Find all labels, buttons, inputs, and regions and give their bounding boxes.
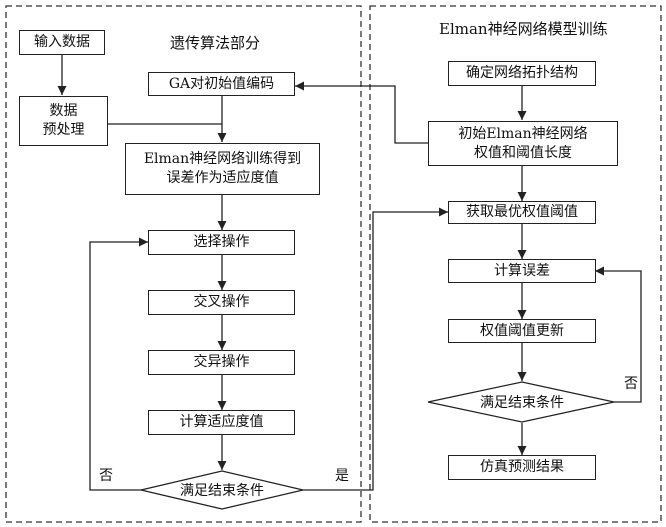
mutation-label: 交异操作 (193, 354, 250, 370)
arrow-init-to-encode (295, 81, 428, 144)
ga-no-label: 否 (99, 468, 113, 484)
fitness-line-1: Elman神经网络训练得到 (143, 151, 302, 167)
init-box: 初始Elman神经网络 权值和阈值长度 (428, 121, 618, 166)
ga-encode-label: GA对初始值编码 (168, 75, 275, 92)
topology-label: 确定网络拓扑结构 (466, 65, 578, 81)
elman-panel-border (369, 5, 662, 523)
elman-condition-diamond (427, 381, 615, 423)
update-box: 权值阈值更新 (448, 319, 596, 343)
input-data-label: 输入数据 (34, 34, 90, 50)
calc-fitness-label: 计算适应度值 (179, 414, 264, 430)
preprocess-line-1: 数据 (49, 103, 78, 119)
ga-condition-diamond (140, 470, 304, 510)
update-label: 权值阈值更新 (480, 322, 564, 339)
optimal-box: 获取最优权值阈值 (448, 201, 596, 224)
preprocess-box: 数据 预处理 (19, 96, 108, 146)
fitness-box: Elman神经网络训练得到 误差作为适应度值 (125, 143, 320, 195)
elman-no-label: 否 (624, 376, 638, 392)
init-line-2: 权值和阈值长度 (474, 144, 572, 161)
select-label: 选择操作 (193, 234, 250, 250)
arrow-no-loop-ga (89, 237, 148, 491)
arrow-yes-to-elman (303, 207, 448, 491)
input-data-box: 输入数据 (19, 30, 105, 55)
optimal-label: 获取最优权值阈值 (466, 204, 578, 220)
init-line-1: 初始Elman神经网络 (458, 125, 588, 142)
mutation-box: 交异操作 (148, 350, 295, 375)
arrow-no-loop-elman (595, 266, 642, 403)
result-box: 仿真预测结果 (448, 455, 596, 480)
ga-panel-title: 遗传算法部分 (170, 34, 261, 52)
ga-encode-box: GA对初始值编码 (148, 72, 295, 96)
calc-error-label: 计算误差 (494, 262, 550, 279)
elman-panel-title: Elman神经网络模型训练 (439, 20, 608, 38)
crossover-box: 交叉操作 (148, 290, 295, 315)
select-box: 选择操作 (148, 230, 295, 255)
crossover-label: 交叉操作 (193, 294, 250, 310)
calc-error-box: 计算误差 (448, 259, 596, 283)
fitness-line-2: 误差作为适应度值 (166, 170, 279, 186)
calc-fitness-box: 计算适应度值 (148, 410, 295, 435)
ga-yes-label: 是 (335, 468, 349, 484)
ga-condition-label: 满足结束条件 (180, 483, 264, 499)
result-label: 仿真预测结果 (480, 459, 564, 475)
elman-condition-label: 满足结束条件 (480, 395, 564, 411)
topology-box: 确定网络拓扑结构 (448, 61, 596, 86)
preprocess-line-2: 预处理 (42, 122, 85, 138)
ga-panel-border (5, 5, 362, 523)
